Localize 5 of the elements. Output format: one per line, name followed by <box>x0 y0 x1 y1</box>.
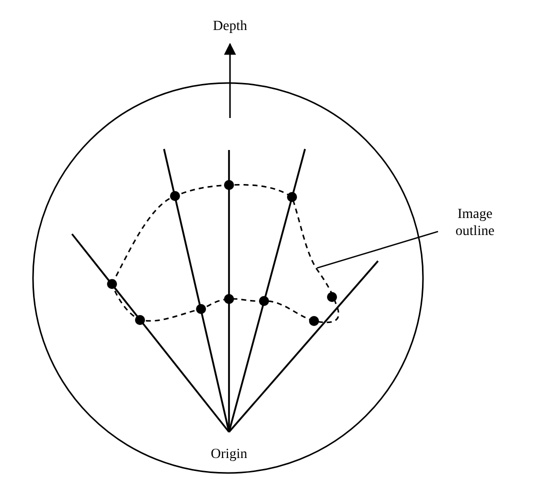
leader-line <box>316 230 438 269</box>
axis-label: Depth <box>212 18 248 35</box>
callout-text: Image outline <box>440 206 510 240</box>
image-outline-curve <box>111 184 340 324</box>
axis-label: Origin <box>210 446 248 463</box>
